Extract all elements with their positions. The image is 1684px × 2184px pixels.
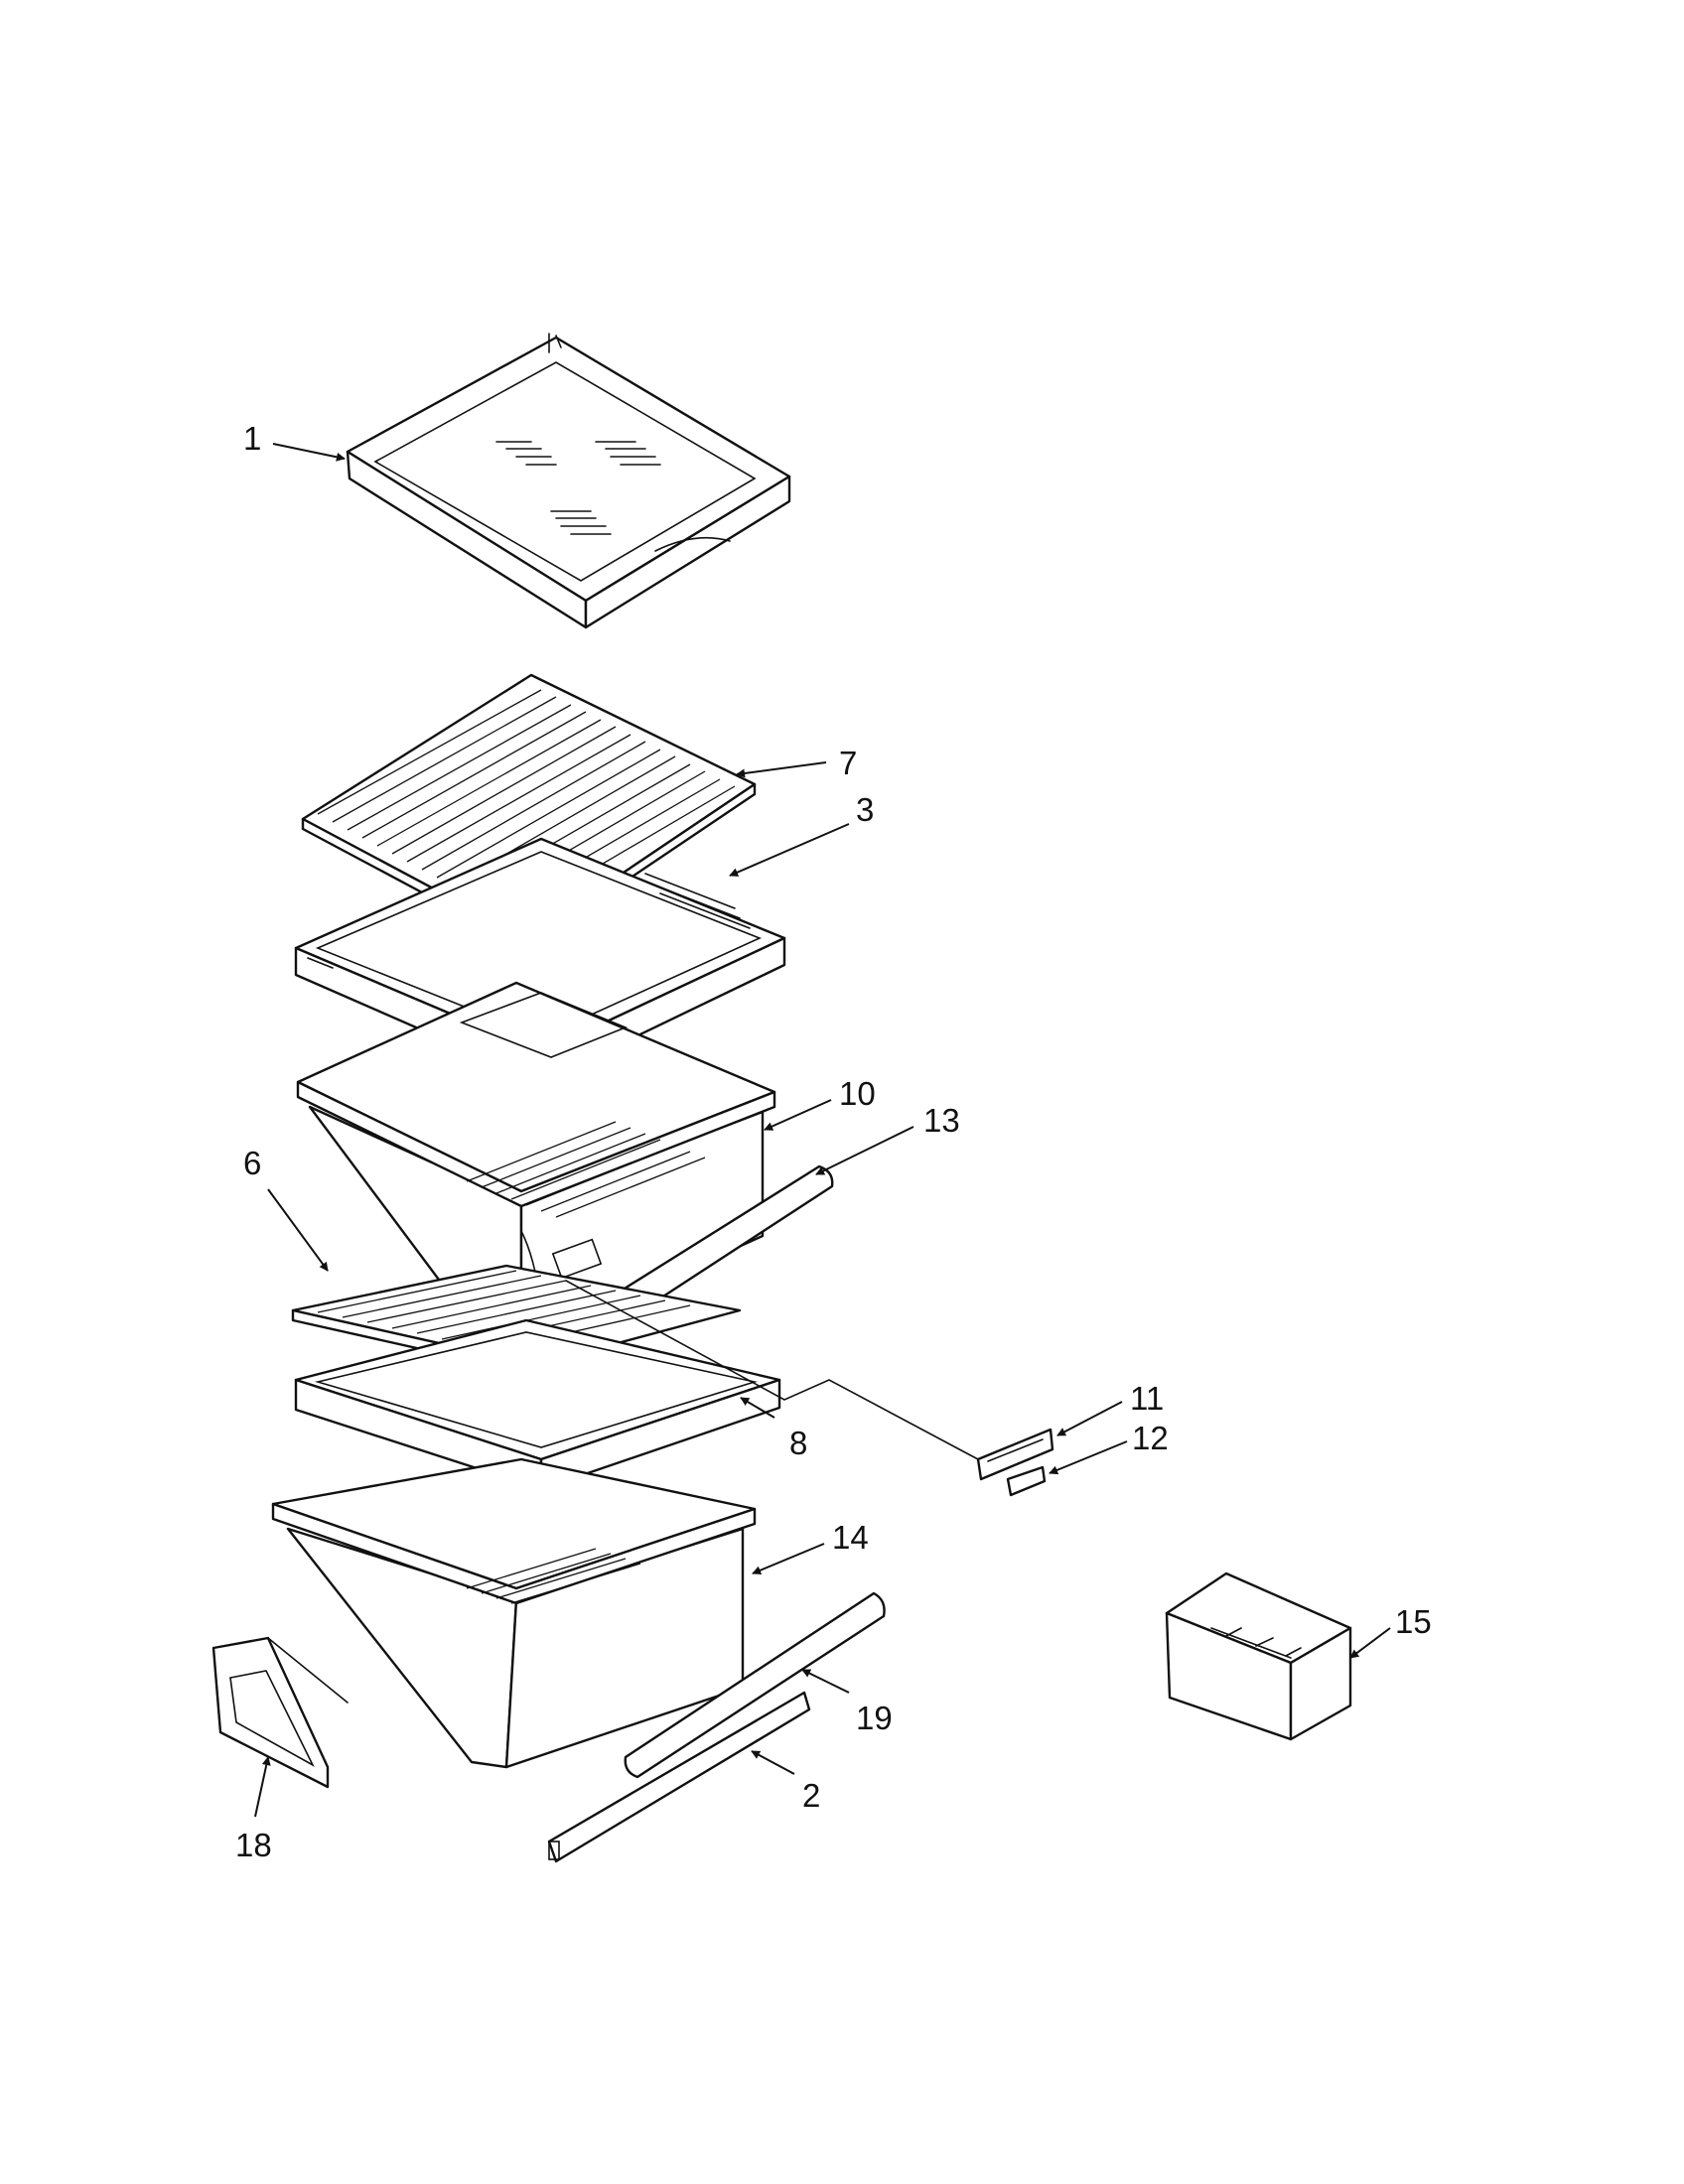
callout-7: 7	[839, 745, 857, 781]
callout-19: 19	[856, 1700, 893, 1736]
part-8-lower-cover-frame	[294, 1318, 781, 1491]
leader-3	[729, 823, 850, 877]
lower-shelf-hatching	[317, 1270, 691, 1351]
leader-8	[740, 1397, 775, 1419]
part-14-lower-crisper-drawer	[271, 1457, 757, 1769]
callout-18: 18	[235, 1827, 272, 1863]
callout-11: 11	[1130, 1380, 1164, 1417]
leader-12	[1049, 1440, 1128, 1475]
connector-line	[565, 1280, 979, 1460]
callout-8: 8	[789, 1425, 807, 1461]
leader-19	[801, 1669, 850, 1694]
leader-10	[764, 1099, 832, 1131]
leader-13	[815, 1126, 914, 1175]
leader-18	[254, 1756, 271, 1818]
part-15-door-bin	[1165, 1571, 1352, 1741]
part-2-rail	[547, 1691, 811, 1863]
leader-6	[267, 1188, 329, 1272]
callout-1: 1	[243, 420, 261, 457]
lower-drawer-floor-hatching	[466, 1548, 641, 1604]
leader-15	[1349, 1627, 1391, 1659]
callout-6: 6	[243, 1145, 261, 1181]
callout-10: 10	[839, 1075, 876, 1112]
shelf-hatching	[317, 689, 736, 918]
part-19-drawer-trim	[624, 1591, 886, 1779]
callout-2: 2	[802, 1777, 820, 1814]
part-11-control-slide	[976, 1428, 1054, 1481]
drawer-floor-hatching	[466, 1121, 706, 1218]
callout-14: 14	[832, 1519, 869, 1556]
glass-reflection-marks	[495, 441, 661, 535]
part-12-control-knob	[1006, 1465, 1047, 1497]
leader-1	[272, 443, 346, 462]
leader-11	[1056, 1401, 1123, 1436]
part-18-label-holder	[211, 1636, 349, 1789]
callout-13: 13	[923, 1102, 960, 1139]
leader-14	[752, 1543, 825, 1575]
leader-7	[736, 761, 827, 778]
leader-2	[751, 1750, 795, 1775]
callout-15: 15	[1395, 1603, 1432, 1640]
callout-12: 12	[1132, 1420, 1169, 1456]
part-1-glass-shelf	[346, 333, 791, 629]
callout-labels: 1 7 3 10 13 6 11 12 8 14 15 19 2 18	[235, 420, 1432, 1863]
callout-3: 3	[856, 791, 874, 828]
leader-lines	[254, 443, 1391, 1818]
